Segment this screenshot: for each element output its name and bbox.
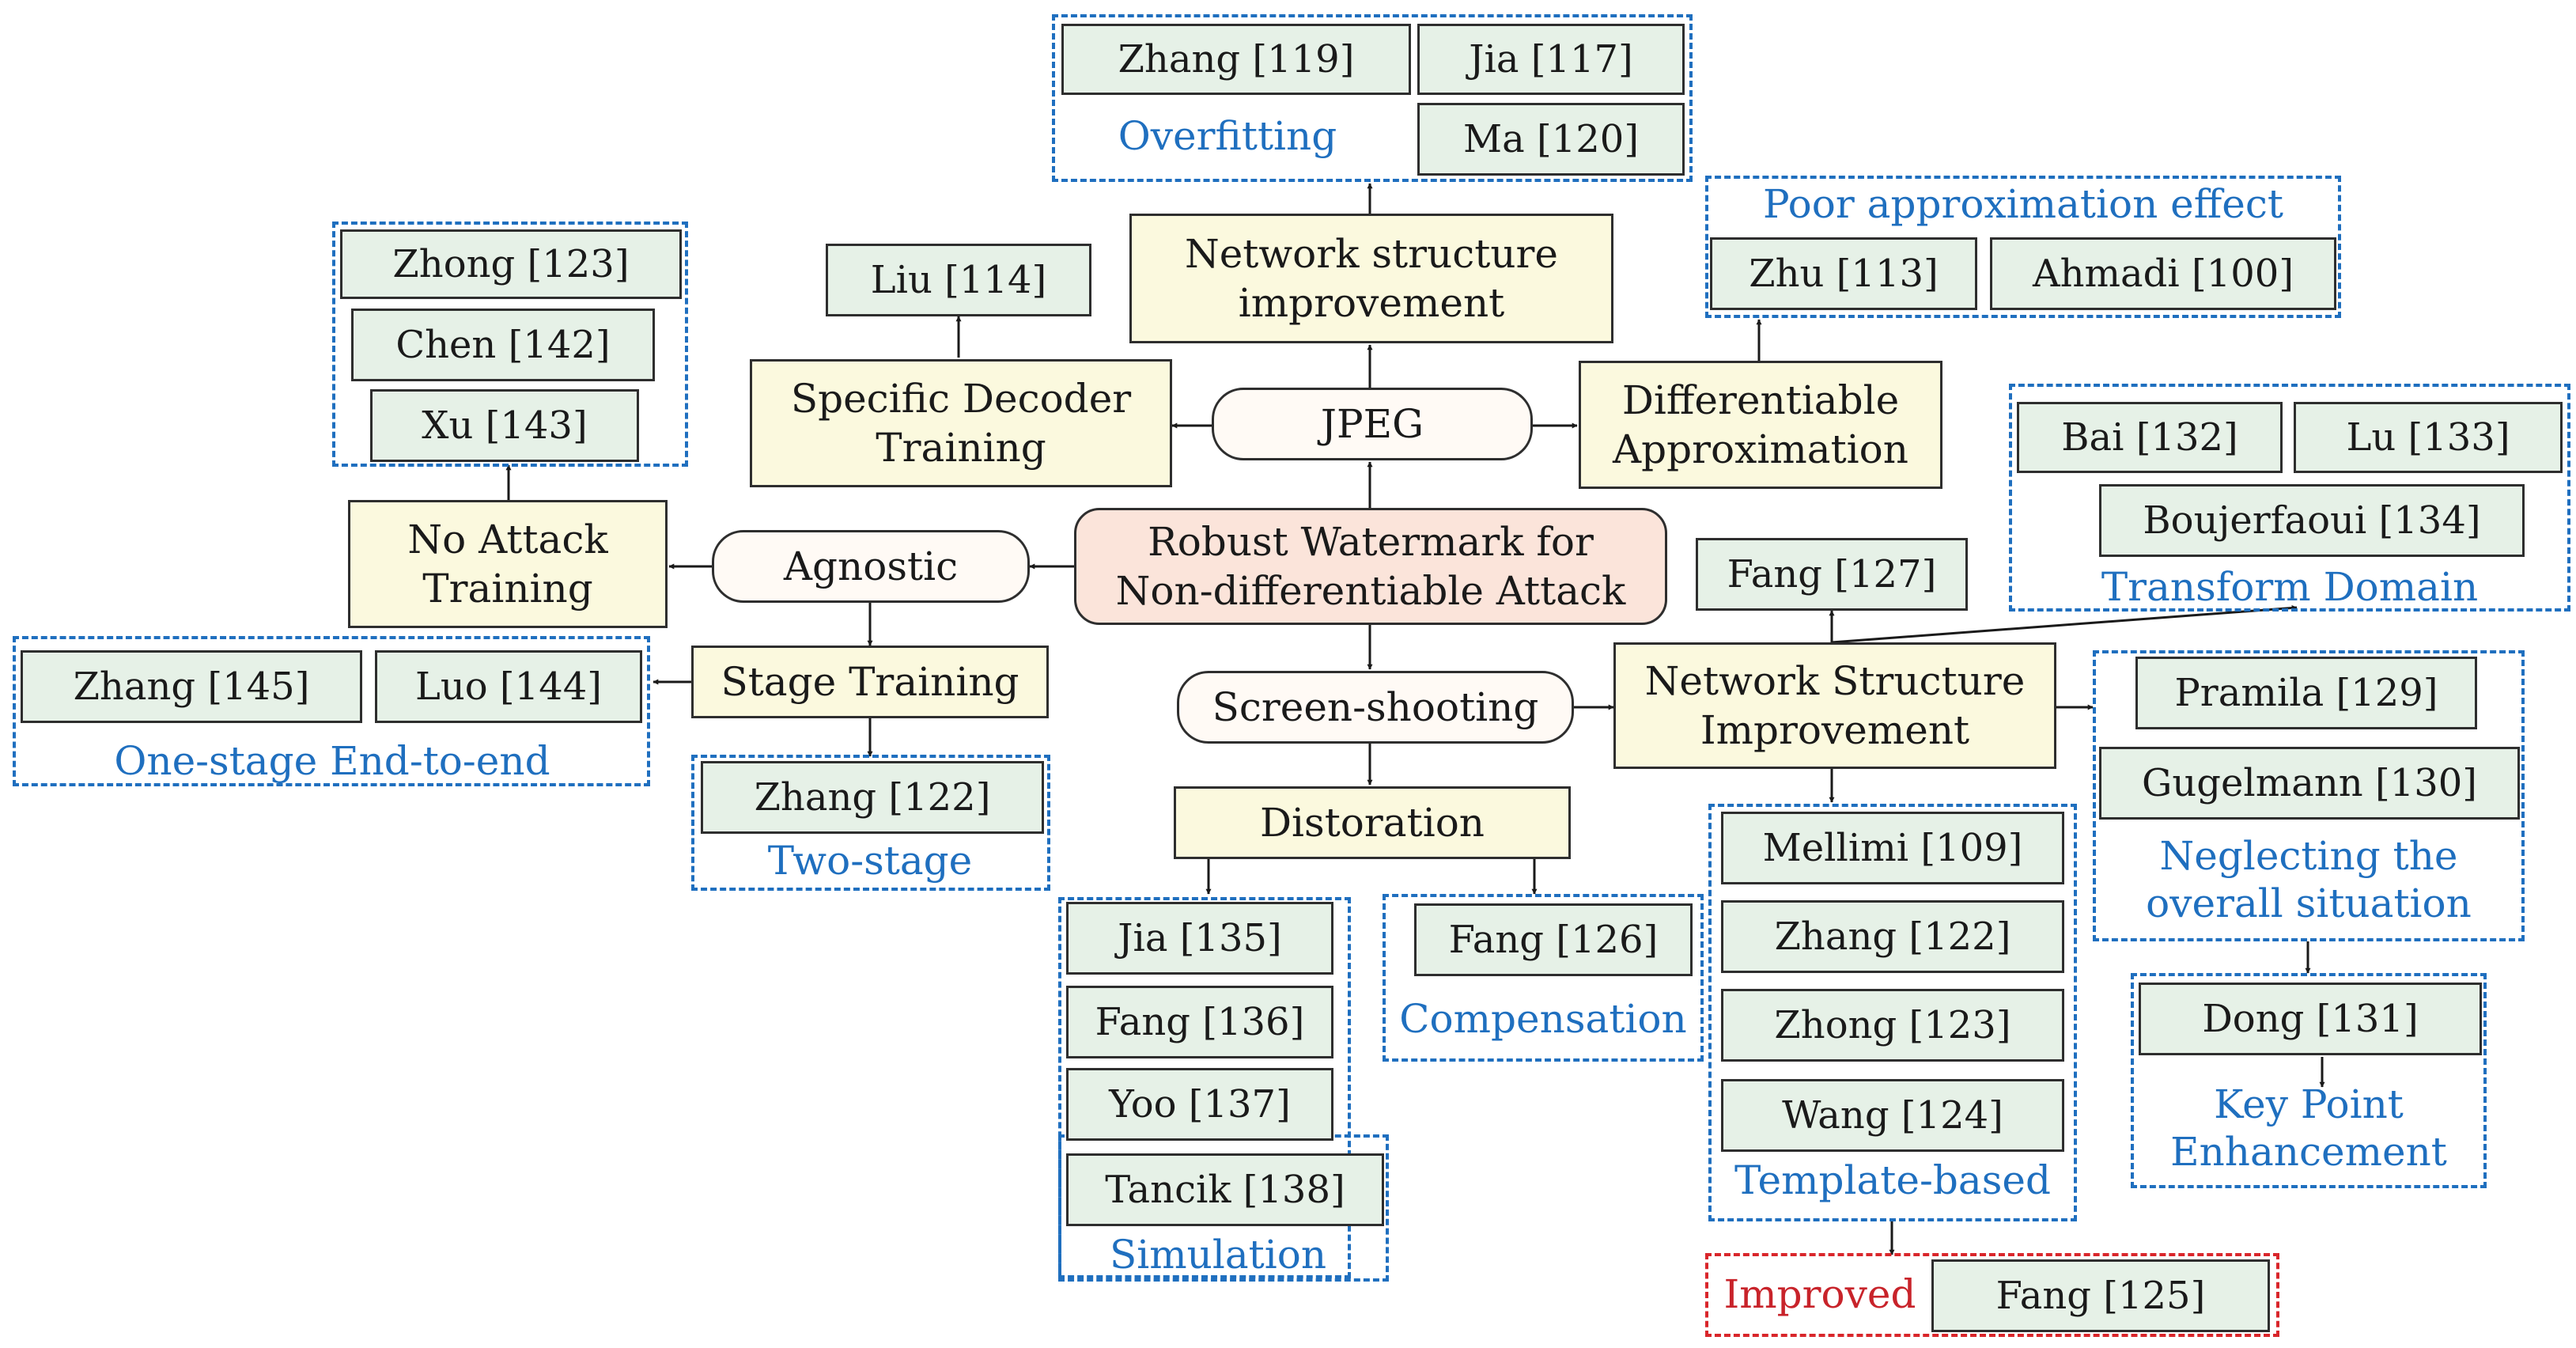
ref-fang-136: Fang [136] bbox=[1066, 986, 1333, 1058]
group-compensation bbox=[1383, 894, 1704, 1062]
ref-dong-131: Dong [131] bbox=[2139, 983, 2482, 1055]
method-distoration: Distoration bbox=[1174, 786, 1571, 859]
ref-zhang-122-two-stage: Zhang [122] bbox=[701, 761, 1044, 834]
neglecting-label-line2: overall situation bbox=[2146, 880, 2472, 926]
ref-zhang-119: Zhang [119] bbox=[1061, 24, 1411, 95]
method-stage-training: Stage Training bbox=[691, 646, 1049, 718]
ref-chen-142: Chen [142] bbox=[351, 309, 655, 381]
neglecting-label: Neglecting the overall situation bbox=[2101, 832, 2517, 927]
group-transform-domain bbox=[2009, 384, 2570, 612]
method-specific-decoder-line1: Specific Decoder bbox=[790, 375, 1132, 422]
compensation-label: Compensation bbox=[1399, 996, 1687, 1042]
ref-zhang-122-template: Zhang [122] bbox=[1721, 900, 2064, 973]
ref-ma-120: Ma [120] bbox=[1417, 103, 1685, 176]
ref-zhong-123-template: Zhong [123] bbox=[1721, 989, 2064, 1062]
ref-lu-133: Lu [133] bbox=[2294, 402, 2563, 473]
ref-xu-143: Xu [143] bbox=[370, 389, 639, 462]
method-network-structure-screen-line1: Network Structure bbox=[1644, 657, 2026, 704]
group-one-stage bbox=[13, 636, 650, 786]
group-key-point bbox=[2131, 973, 2487, 1188]
ref-fang-125: Fang [125] bbox=[1931, 1259, 2270, 1332]
one-stage-label: One-stage End-to-end bbox=[114, 738, 550, 784]
group-template-based bbox=[1708, 804, 2077, 1221]
ref-tancik-138: Tancik [138] bbox=[1066, 1153, 1384, 1226]
ref-boujerfaoui-134: Boujerfaoui [134] bbox=[2099, 484, 2525, 557]
method-specific-decoder-line2: Training bbox=[876, 425, 1046, 471]
attack-agnostic: Agnostic bbox=[712, 530, 1030, 603]
ref-zhong-123: Zhong [123] bbox=[340, 229, 682, 299]
ref-zhang-145: Zhang [145] bbox=[21, 650, 362, 723]
group-overfitting bbox=[1052, 14, 1693, 182]
ref-fang-126: Fang [126] bbox=[1414, 903, 1693, 976]
method-differentiable-line2: Approximation bbox=[1613, 426, 1908, 472]
attack-jpeg: JPEG bbox=[1212, 388, 1533, 460]
arrow-network-structure-to-transform-domain bbox=[1831, 604, 2298, 644]
template-based-label: Template-based bbox=[1734, 1157, 2051, 1203]
simulation-label: Simulation bbox=[1109, 1232, 1327, 1278]
method-network-structure-screen-line2: Improvement bbox=[1700, 707, 1970, 753]
method-network-structure-jpeg-line2: improvement bbox=[1238, 280, 1505, 326]
ref-jia-135: Jia [135] bbox=[1066, 902, 1333, 975]
ref-yoo-137: Yoo [137] bbox=[1066, 1068, 1333, 1141]
group-poor-approximation bbox=[1705, 176, 2341, 318]
group-two-stage bbox=[691, 755, 1050, 891]
center-node: Robust Watermark for Non-differentiable … bbox=[1074, 508, 1667, 625]
center-node-line1: Robust Watermark for bbox=[1148, 518, 1594, 565]
key-point-label-line1: Key Point bbox=[2214, 1081, 2404, 1127]
method-network-structure-jpeg: Network structure improvement bbox=[1129, 214, 1613, 343]
ref-zhu-113: Zhu [113] bbox=[1710, 237, 1977, 310]
ref-ahmadi-100: Ahmadi [100] bbox=[1990, 237, 2336, 310]
attack-screen-shooting: Screen-shooting bbox=[1177, 671, 1574, 744]
method-network-structure-screen: Network Structure Improvement bbox=[1613, 642, 2056, 769]
ref-jia-117: Jia [117] bbox=[1417, 24, 1685, 95]
group-simulation-upper bbox=[1058, 897, 1351, 1278]
ref-liu-114: Liu [114] bbox=[826, 244, 1091, 316]
group-neglecting bbox=[2093, 650, 2525, 941]
ref-mellimi-109: Mellimi [109] bbox=[1721, 812, 2064, 884]
method-no-attack-line2: Training bbox=[422, 566, 593, 612]
method-differentiable-approximation: Differentiable Approximation bbox=[1579, 361, 1942, 489]
transform-domain-label: Transform Domain bbox=[2101, 564, 2479, 610]
method-specific-decoder-training: Specific Decoder Training bbox=[750, 359, 1172, 487]
ref-bai-132: Bai [132] bbox=[2017, 402, 2283, 473]
group-no-attack-refs bbox=[332, 222, 688, 467]
ref-luo-144: Luo [144] bbox=[375, 650, 642, 723]
ref-fang-127: Fang [127] bbox=[1696, 538, 1968, 611]
poor-approximation-label: Poor approximation effect bbox=[1763, 181, 2283, 227]
ref-pramila-129: Pramila [129] bbox=[2135, 657, 2477, 729]
method-differentiable-line1: Differentiable bbox=[1621, 377, 1900, 423]
key-point-label: Key Point Enhancement bbox=[2139, 1081, 2479, 1176]
improved-label: Improved bbox=[1723, 1271, 1916, 1317]
overfitting-label: Overfitting bbox=[1118, 113, 1337, 159]
method-network-structure-jpeg-line1: Network structure bbox=[1184, 230, 1559, 277]
ref-wang-124: Wang [124] bbox=[1721, 1079, 2064, 1152]
method-no-attack-line1: No Attack bbox=[407, 516, 608, 562]
key-point-label-line2: Enhancement bbox=[2170, 1129, 2447, 1175]
center-node-line2: Non-differentiable Attack bbox=[1115, 568, 1626, 614]
ref-gugelmann-130: Gugelmann [130] bbox=[2099, 747, 2520, 820]
neglecting-label-line1: Neglecting the bbox=[2159, 833, 2458, 879]
two-stage-label: Two-stage bbox=[767, 838, 973, 884]
group-improved bbox=[1705, 1253, 2279, 1337]
method-no-attack-training: No Attack Training bbox=[348, 500, 668, 628]
